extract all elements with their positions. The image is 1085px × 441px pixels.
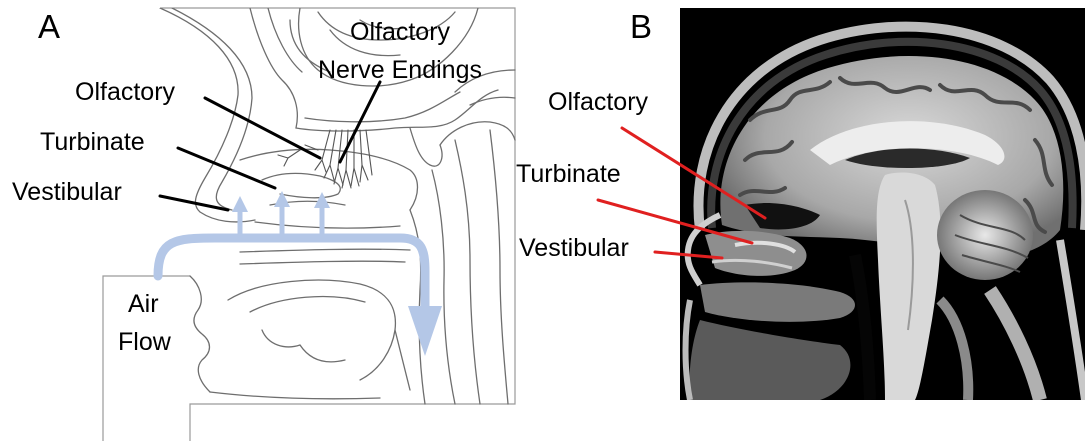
label-turbinate: Turbinate — [40, 128, 145, 156]
branch-arrowhead-2 — [274, 191, 290, 207]
leader-olfactory — [205, 98, 320, 158]
label-vestibular: Vestibular — [12, 178, 122, 206]
airflow-arrowhead-down — [408, 306, 442, 356]
panel-a: A — [12, 8, 515, 441]
mri-label-turbinate: Turbinate — [516, 160, 621, 188]
panel-b: B — [516, 8, 1085, 400]
airflow-arrows — [158, 191, 442, 356]
mri-label-olfactory: Olfactory — [548, 88, 649, 116]
label-olfactory-nerve-endings-line2: Nerve Endings — [318, 56, 482, 84]
branch-arrowhead-1 — [232, 196, 248, 212]
branch-arrowhead-3 — [314, 192, 330, 208]
panel-b-letter: B — [630, 8, 652, 45]
panel-a-letter: A — [38, 8, 60, 45]
label-air: Air — [128, 290, 159, 318]
label-olfactory-nerve-endings-line1: Olfactory — [350, 18, 451, 46]
label-olfactory: Olfactory — [75, 78, 176, 106]
label-flow: Flow — [118, 328, 172, 356]
panel-a-leader-lines — [160, 82, 380, 210]
mri-label-vestibular: Vestibular — [519, 234, 629, 262]
